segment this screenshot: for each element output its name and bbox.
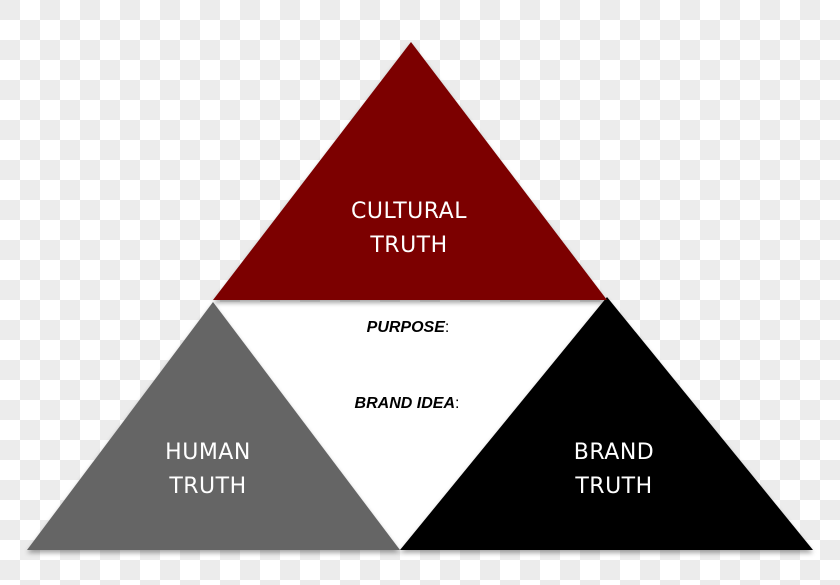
- human-truth-line1: HUMAN: [165, 440, 251, 465]
- brand-truth-label: BRAND TRUTH: [574, 436, 654, 504]
- brand-idea-colon: :: [455, 395, 460, 412]
- human-truth-label: HUMAN TRUTH: [165, 436, 251, 504]
- cultural-truth-triangle: [213, 42, 607, 300]
- human-truth-triangle: [27, 302, 400, 550]
- purpose-colon: :: [444, 319, 450, 336]
- human-truth-line2: TRUTH: [169, 474, 247, 499]
- brand-truth-line2: TRUTH: [575, 474, 653, 499]
- purpose-text: PURPOSE: [366, 319, 445, 336]
- cultural-truth-line1: CULTURAL: [351, 199, 467, 224]
- brand-truth-triangle: [400, 297, 813, 550]
- brand-truth-line1: BRAND: [573, 440, 655, 465]
- center-triangle: [213, 302, 607, 550]
- purpose-label: PURPOSE:: [367, 319, 450, 337]
- cultural-truth-line2: TRUTH: [370, 233, 448, 258]
- cultural-truth-label: CULTURAL TRUTH: [351, 195, 467, 263]
- brand-idea-text: BRAND IDEA: [354, 395, 455, 412]
- brand-idea-label: BRAND IDEA:: [355, 395, 460, 413]
